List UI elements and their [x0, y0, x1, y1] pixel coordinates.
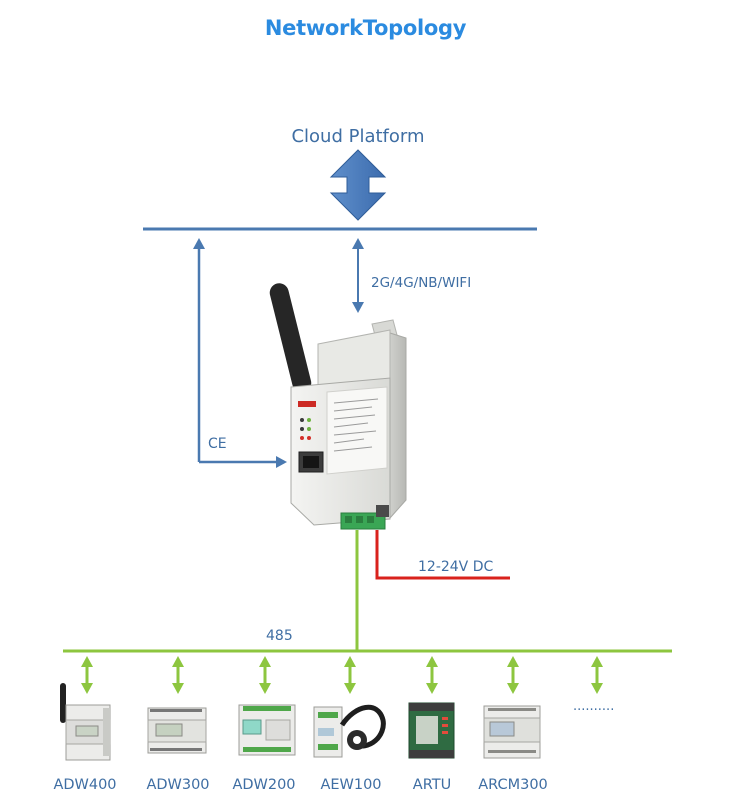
diagram-title: NetworkTopology: [264, 16, 467, 40]
link-arrow-arcm300: [507, 656, 519, 694]
cloud-platform-label: Cloud Platform: [291, 126, 424, 147]
device-link-arrows: [81, 656, 603, 694]
bus-label: 485: [266, 628, 293, 644]
power-line: [375, 530, 510, 580]
ethernet-link-arrow: [193, 238, 287, 468]
link-arrow-adw400: [81, 656, 93, 694]
device-label-arcm300: ARCM300: [478, 777, 548, 793]
device-label-aew100: AEW100: [320, 777, 381, 793]
link-arrow-adw300: [172, 656, 184, 694]
link-arrow-artu: [426, 656, 438, 694]
device-label-adw200: ADW200: [232, 777, 295, 793]
aew100-meter-icon: [313, 704, 386, 758]
device-label-adw300: ADW300: [146, 777, 209, 793]
adw300-meter-icon: [147, 707, 207, 754]
wireless-label: 2G/4G/NB/WIFI: [371, 275, 471, 291]
cloud-double-arrow-icon: [329, 149, 387, 221]
device-label-adw400: ADW400: [53, 777, 116, 793]
link-arrow-more: [591, 656, 603, 694]
more-devices-ellipsis: ..........: [573, 699, 614, 714]
device-label-artu: ARTU: [413, 777, 451, 793]
wireless-link-arrow: [352, 238, 364, 313]
adw200-meter-icon: [238, 704, 296, 756]
power-label: 12-24V DC: [418, 559, 493, 575]
link-arrow-aew100: [344, 656, 356, 694]
arcm300-meter-icon: [483, 705, 541, 759]
link-arrow-adw200: [259, 656, 271, 694]
adw400-meter-icon: [60, 683, 111, 761]
artu-module-icon: [408, 702, 455, 759]
gateway-device: [269, 283, 407, 530]
ethernet-label: CE: [208, 436, 227, 452]
